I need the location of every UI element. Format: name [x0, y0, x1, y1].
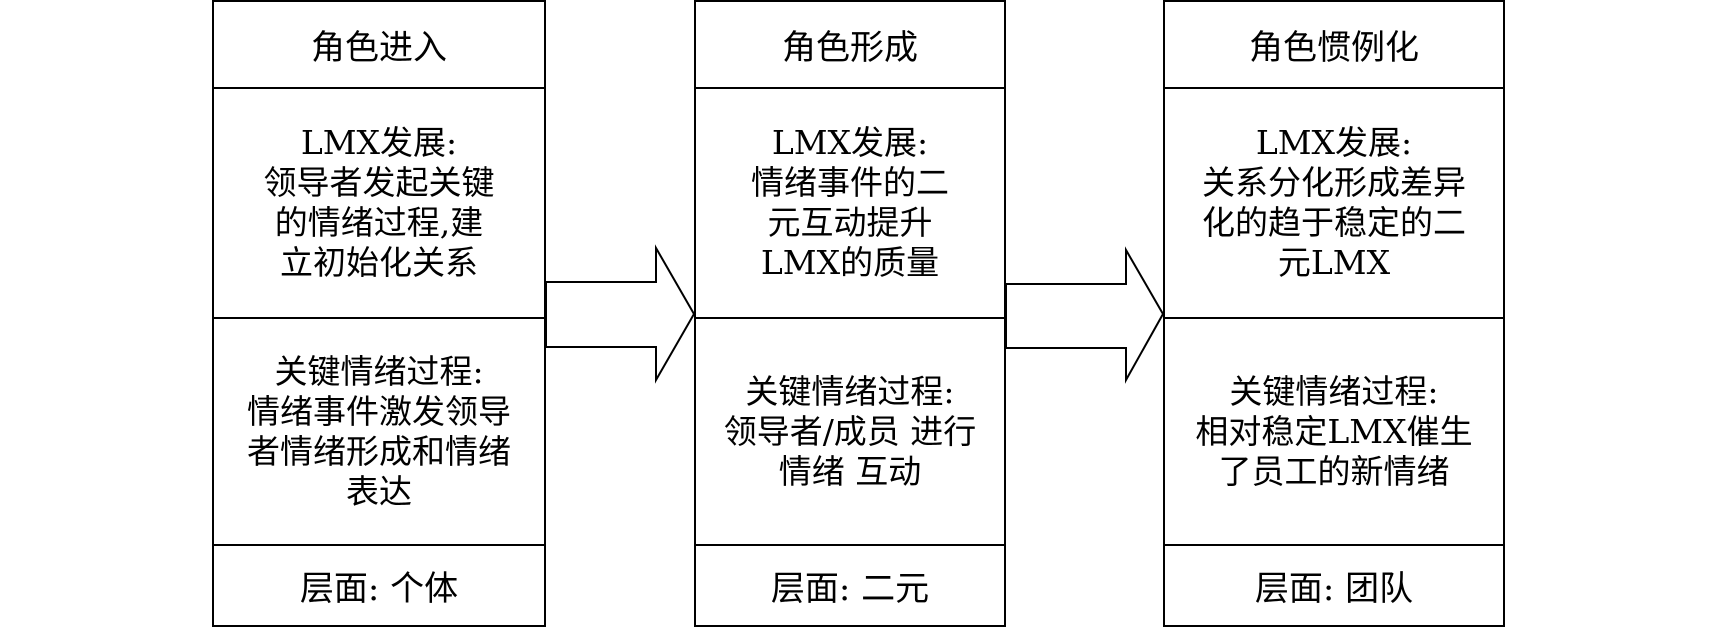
- lmx-text: 关系分化形成差异 化的趋于稳定的二 元LMX: [1202, 163, 1466, 282]
- process-text: 领导者/成员 进行 情绪 互动: [723, 411, 977, 491]
- level-box: 层面: 个体: [214, 544, 544, 625]
- stage-column-role-routinization: 角色惯例化 LMX发展: 关系分化形成差异 化的趋于稳定的二 元LMX 关键情绪…: [1163, 0, 1505, 627]
- lmx-text: 情绪事件的二 元互动提升 LMX的质量: [751, 163, 949, 282]
- lmx-development-box: LMX发展: 关系分化形成差异 化的趋于稳定的二 元LMX: [1165, 87, 1503, 317]
- lmx-development-box: LMX发展: 情绪事件的二 元互动提升 LMX的质量: [696, 87, 1004, 317]
- process-label: 关键情绪过程:: [745, 371, 955, 411]
- stage-title-text: 角色惯例化: [1249, 28, 1419, 68]
- stage-title-text: 角色进入: [311, 28, 447, 68]
- key-emotion-process-box: 关键情绪过程: 领导者/成员 进行 情绪 互动: [696, 317, 1004, 544]
- key-emotion-process-box: 关键情绪过程: 相对稳定LMX催生 了员工的新情绪: [1165, 317, 1503, 544]
- lmx-label: LMX发展:: [300, 123, 458, 162]
- level-box: 层面: 团队: [1165, 544, 1503, 625]
- stage-title: 角色形成: [696, 2, 1004, 87]
- lmx-label: LMX发展:: [1255, 123, 1413, 162]
- process-text: 相对稳定LMX催生 了员工的新情绪: [1195, 411, 1473, 491]
- key-emotion-process-box: 关键情绪过程: 情绪事件激发领导 者情绪形成和情绪 表达: [214, 317, 544, 544]
- stage-title: 角色惯例化: [1165, 2, 1503, 87]
- stage-title-text: 角色形成: [782, 28, 918, 68]
- level-box: 层面: 二元: [696, 544, 1004, 625]
- stage-title: 角色进入: [214, 2, 544, 87]
- lmx-development-box: LMX发展: 领导者发起关键 的情绪过程,建 立初始化关系: [214, 87, 544, 317]
- level-text: 层面: 团队: [1254, 569, 1414, 609]
- process-text: 情绪事件激发领导 者情绪形成和情绪 表达: [247, 391, 511, 511]
- process-label: 关键情绪过程:: [274, 351, 484, 391]
- lmx-label: LMX发展:: [771, 123, 929, 162]
- right-arrow-icon: [545, 244, 696, 384]
- lmx-text: 领导者发起关键 的情绪过程,建 立初始化关系: [263, 163, 495, 282]
- process-label: 关键情绪过程:: [1229, 371, 1439, 411]
- level-text: 层面: 个体: [299, 569, 459, 609]
- level-text: 层面: 二元: [770, 569, 930, 609]
- stage-column-role-entry: 角色进入 LMX发展: 领导者发起关键 的情绪过程,建 立初始化关系 关键情绪过…: [212, 0, 546, 627]
- right-arrow-icon: [1005, 246, 1165, 384]
